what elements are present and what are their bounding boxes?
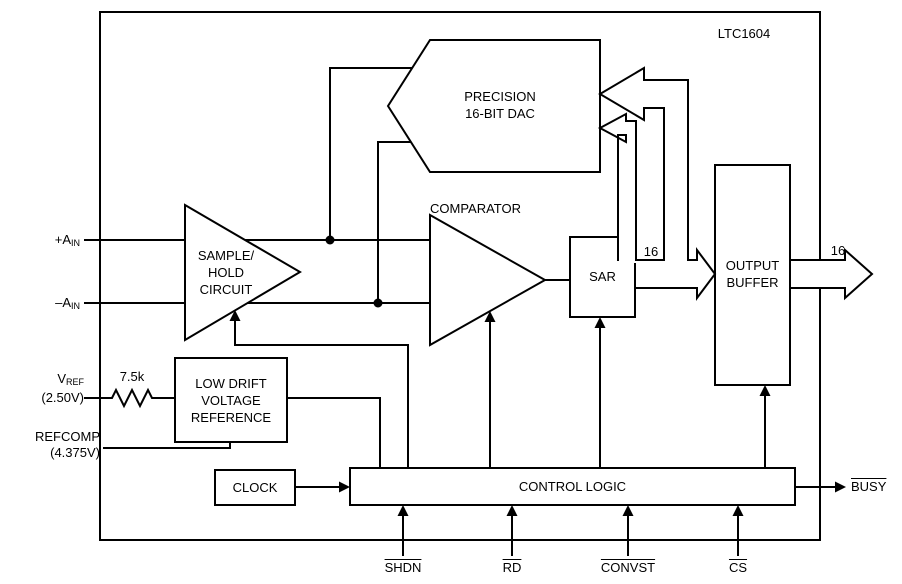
arrowhead-clock bbox=[339, 481, 350, 493]
comparator-triangle bbox=[429, 213, 548, 347]
arrowhead-cs bbox=[732, 505, 744, 516]
pin-label-vref: VREF (2.50V) bbox=[41, 371, 84, 405]
control-logic-box bbox=[349, 467, 796, 506]
resistor-value-label: 7.5k bbox=[119, 369, 145, 384]
clock-box bbox=[214, 469, 296, 506]
arrowhead-output-buffer bbox=[759, 385, 771, 396]
arrowhead-sample-hold bbox=[229, 310, 241, 321]
sar-bus-width-label: 16 bbox=[643, 244, 659, 259]
sar-label: SAR bbox=[589, 269, 616, 284]
output-buffer-label: OUTPUT BUFFER bbox=[725, 258, 780, 290]
arrowhead-convst bbox=[622, 505, 634, 516]
control-to-sample-hold-line bbox=[234, 317, 409, 468]
dac-label: PRECISION 16-BIT DAC bbox=[464, 89, 536, 121]
pin-label-rd: RD bbox=[502, 560, 522, 575]
control-logic-label: CONTROL LOGIC bbox=[518, 479, 627, 494]
part-number-label: LTC1604 bbox=[717, 26, 771, 41]
refcomp-line bbox=[103, 441, 231, 449]
bus-arrow-data-output bbox=[789, 247, 874, 301]
junction-dot-minus bbox=[373, 298, 383, 308]
pin-label-shdn: SHDN bbox=[384, 560, 422, 575]
output-bus-width-label: 16 bbox=[830, 243, 846, 258]
comparator-label: COMPARATOR bbox=[430, 201, 522, 216]
pin-label-cs: CS bbox=[728, 560, 748, 575]
voltage-reference-label: LOW DRIFT VOLTAGE REFERENCE bbox=[190, 376, 272, 425]
arrowhead-rd bbox=[506, 505, 518, 516]
pin-label-ain-minus: –AIN bbox=[55, 295, 80, 311]
clock-label: CLOCK bbox=[232, 480, 278, 495]
pin-label-convst: CONVST bbox=[600, 560, 656, 575]
resistor-symbol bbox=[84, 387, 175, 409]
pin-label-ain-plus: +AIN bbox=[54, 232, 80, 248]
dac-feed-line-top bbox=[329, 67, 420, 240]
pin-label-busy: BUSY bbox=[851, 479, 887, 494]
bus-arrow-sar-to-buffer bbox=[634, 247, 717, 301]
arrowhead-sar bbox=[594, 317, 606, 328]
sample-hold-label: SAMPLE/ HOLD CIRCUIT bbox=[197, 248, 255, 297]
bus-arrow-dac-large bbox=[598, 66, 689, 261]
reference-output-line bbox=[287, 397, 381, 468]
output-buffer-box bbox=[714, 164, 791, 386]
dac-feed-line-bottom bbox=[377, 141, 420, 303]
junction-dot-plus bbox=[325, 235, 335, 245]
arrowhead-comparator bbox=[484, 311, 496, 322]
pin-label-refcomp: REFCOMP (4.375V) bbox=[35, 429, 100, 460]
bus-arrow-dac-large-fill bbox=[600, 68, 688, 263]
bus-arrow-dac-small bbox=[597, 112, 637, 261]
arrowhead-busy bbox=[835, 481, 846, 493]
dac-shape bbox=[386, 39, 601, 173]
sample-hold-triangle bbox=[184, 203, 302, 342]
arrowhead-shdn bbox=[397, 505, 409, 516]
